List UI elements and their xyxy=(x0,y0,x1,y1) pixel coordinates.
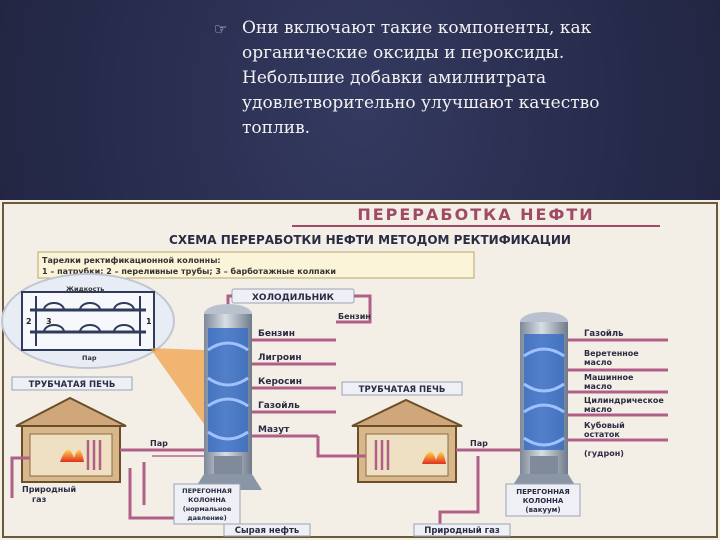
column-tray-inset: Жидкость Пар 2 3 1 xyxy=(1,273,175,369)
inset-number-1: 1 xyxy=(146,317,152,326)
gas-inlet-pipe xyxy=(10,456,30,498)
product-label: Бензин xyxy=(258,329,295,339)
figure-frame xyxy=(2,202,718,538)
product-label: масло xyxy=(584,405,613,414)
flame-icon xyxy=(60,449,84,462)
paragraph-line: удовлетворительно улучшают качество xyxy=(242,93,600,113)
caption-line: КОЛОННА xyxy=(523,497,564,505)
caption-line: (вакуум) xyxy=(525,506,560,514)
right-vacuum-column xyxy=(510,312,578,490)
crude-oil-label: Сырая нефть xyxy=(235,526,300,536)
left-product-outputs: Бензин Лигроин Керосин Газойль Мазут Бен… xyxy=(226,294,372,438)
legend-box xyxy=(37,251,475,279)
caption-line: ПЕРЕГОННАЯ xyxy=(516,488,570,496)
cooler-output-label: Бензин xyxy=(338,312,371,321)
product-label: (гудрон) xyxy=(584,449,624,458)
natural-gas-label: газ xyxy=(32,495,47,504)
caption-line: ПЕРЕГОННАЯ xyxy=(182,487,232,495)
natural-gas-pipe xyxy=(438,456,480,526)
flame-icon xyxy=(422,451,446,464)
inset-number-2: 2 xyxy=(26,317,32,326)
caption-line: КОЛОННА xyxy=(188,496,226,504)
product-label: Лигроин xyxy=(258,353,302,363)
paragraph-line: Они включают такие компоненты, как xyxy=(242,18,592,38)
product-label: Веретенное xyxy=(584,349,639,358)
steam-label: Пар xyxy=(150,439,168,448)
inset-connector xyxy=(150,348,204,424)
paragraph-line: топлив. xyxy=(242,118,311,138)
legend-title: Тарелки ректификационной колонны: xyxy=(42,256,221,265)
cooler-label: ХОЛОДИЛЬНИК xyxy=(252,293,335,303)
left-column-caption-box xyxy=(173,483,241,525)
right-product-outputs: Газойль Веретенное масло Машинное масло … xyxy=(568,329,668,458)
natural-gas-bottom-label: Природный газ xyxy=(424,526,500,536)
product-label: остаток xyxy=(584,430,620,439)
left-distillation-column xyxy=(194,304,262,490)
right-column-caption-box xyxy=(505,483,581,517)
mazut-to-furnace-pipe xyxy=(316,436,366,458)
product-label: Мазут xyxy=(258,425,290,435)
product-label: Кубовый xyxy=(584,420,625,430)
product-label: Керосин xyxy=(258,377,302,387)
furnace-label: ТРУБЧАТАЯ ПЕЧЬ xyxy=(29,380,116,390)
natural-gas-box xyxy=(413,523,511,537)
figure-title: ПЕРЕРАБОТКА НЕФТИ xyxy=(357,205,594,224)
diagram-subtitle: СХЕМА ПЕРЕРАБОТКИ НЕФТИ МЕТОДОМ РЕКТИФИК… xyxy=(169,233,571,247)
product-label: масло xyxy=(584,382,613,391)
inset-number-3: 3 xyxy=(46,317,52,326)
oil-refining-diagram: ПЕРЕРАБОТКА НЕФТИ СХЕМА ПЕРЕРАБОТКИ НЕФТ… xyxy=(0,200,720,540)
product-label: Газойль xyxy=(584,329,624,339)
natural-gas-label: Природный xyxy=(22,485,76,494)
product-label: Цилиндрическое xyxy=(584,396,664,405)
product-label: масло xyxy=(584,358,613,367)
crude-oil-box xyxy=(223,523,311,537)
product-label: Машинное xyxy=(584,373,634,382)
slide-text-block: ☞ Они включают такие компоненты, как орг… xyxy=(214,16,682,141)
inset-steam-label: Пар xyxy=(82,354,97,362)
hand-pointer-icon: ☞ xyxy=(214,20,228,38)
caption-line: давление) xyxy=(187,514,226,522)
product-label: Газойль xyxy=(258,401,300,411)
inset-liquid-label: Жидкость xyxy=(66,285,104,293)
furnace-label: ТРУБЧАТАЯ ПЕЧЬ xyxy=(359,385,446,395)
paragraph-line: органические оксиды и пероксиды. xyxy=(242,43,565,63)
caption-line: (нормальное xyxy=(183,505,232,513)
left-tube-furnace: ТРУБЧАТАЯ ПЕЧЬ xyxy=(11,376,133,483)
right-tube-furnace: ТРУБЧАТАЯ ПЕЧЬ xyxy=(341,381,463,483)
legend-items: 1 – патрубки; 2 – переливные трубы; 3 – … xyxy=(42,266,336,276)
paragraph-line: Небольшие добавки амилнитрата xyxy=(242,68,547,88)
steam-label: Пар xyxy=(470,439,488,448)
